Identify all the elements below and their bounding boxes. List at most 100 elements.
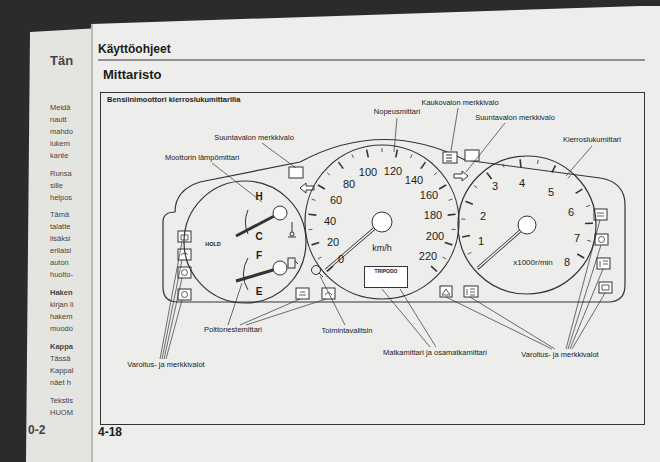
gauge-tick <box>552 165 555 172</box>
body-text: lukem <box>50 140 70 148</box>
scale-number: 60 <box>330 195 342 206</box>
scale-number: 4 <box>519 178 525 189</box>
display-label: TRIPODO <box>375 269 398 274</box>
gauge-tick <box>339 162 344 168</box>
scale-number: 8 <box>564 257 570 268</box>
scale-number: km/h <box>372 244 392 253</box>
body-text: Tässä <box>50 355 70 363</box>
scale-number: 0 <box>338 254 344 265</box>
gauge-tick <box>410 154 412 158</box>
body-text: Tämä <box>50 211 69 219</box>
warning-lamps <box>178 209 612 300</box>
callout-label: Kaukovalon merkkivalo <box>421 99 498 107</box>
body-text: helpos <box>50 194 72 202</box>
odometer-display: TRIPODO <box>364 266 408 288</box>
gauge-tick <box>537 160 539 164</box>
selector-knob <box>312 266 324 278</box>
body-text: Meidä <box>50 104 70 112</box>
scale-number: 200 <box>426 231 444 242</box>
body-text: Tekstis <box>50 397 73 405</box>
body-text: auton <box>50 259 69 267</box>
right-page <box>92 6 660 462</box>
gauge-tick <box>474 186 477 188</box>
body-text: Kappal <box>50 367 73 375</box>
gauge-tick <box>465 201 472 204</box>
gauge-tick <box>448 213 456 215</box>
scale-number: 80 <box>343 179 355 190</box>
scale-number: 180 <box>424 210 442 221</box>
callout-label: Moottorin lämpömittari <box>165 154 239 162</box>
gauge-tick <box>327 172 330 175</box>
body-text: nautt <box>50 116 67 124</box>
gauge-tick <box>585 222 593 224</box>
scale-number: 5 <box>548 187 554 198</box>
temp-symbol <box>288 222 296 237</box>
scale-number: 7 <box>574 233 580 244</box>
dial-outline <box>183 180 307 304</box>
temp-fuel-gauge: HCFE <box>183 180 307 304</box>
temp-scale <box>245 210 248 234</box>
body-text: talatte <box>50 223 70 231</box>
gauge-tick <box>587 240 591 242</box>
frame-heading: Bensiinimoottori kierroslukumittarilla <box>107 96 240 104</box>
fuel-hub <box>273 261 287 275</box>
gauge-tick <box>312 242 320 244</box>
gauge-tick <box>312 199 316 200</box>
gauge-tick <box>487 173 492 179</box>
gauge-tick <box>382 148 383 152</box>
gauge-tick <box>439 185 446 189</box>
tach-hub <box>518 216 536 234</box>
page-number: 4-18 <box>98 426 122 438</box>
scale-number: F <box>256 251 262 261</box>
page-title: Mittaristo <box>103 68 162 81</box>
tachometer-dial: 12345678x1000r/min <box>457 155 597 295</box>
scale-number: 1 <box>478 236 484 247</box>
temp-hub <box>273 206 287 220</box>
indicator-text: HOLD <box>205 242 221 248</box>
body-text: mahdo <box>50 128 73 136</box>
gauge-tick <box>421 162 426 168</box>
left-page <box>26 28 100 462</box>
page-edge <box>91 24 93 462</box>
gauge-tick <box>577 254 584 258</box>
scale-number: C <box>255 232 262 242</box>
body-text: lisäksi <box>50 235 70 243</box>
body-text: näet h <box>50 379 71 387</box>
gauge-tick <box>431 266 437 271</box>
callout-label: Suuntavalon merkkivalo <box>214 134 294 142</box>
callout-label: Suuntavalon merkkivalo <box>475 114 555 122</box>
gauge-tick <box>568 175 571 178</box>
fuel-symbol <box>288 258 298 268</box>
scale-number: E <box>256 287 263 297</box>
gauge-tick <box>308 229 312 230</box>
leader-lines <box>160 108 605 359</box>
body-text: hakem <box>50 313 73 321</box>
gauge-tick <box>461 218 465 219</box>
page-heading: Tän <box>50 54 73 67</box>
scale-number: 2 <box>480 211 486 222</box>
body-text: muodo <box>50 325 73 333</box>
speed-hub <box>372 212 392 232</box>
gauge-tick <box>352 154 354 158</box>
scale-number: 140 <box>405 175 423 186</box>
scale-number: 3 <box>492 181 498 192</box>
callout-label: Kierroslukumittari <box>563 136 621 144</box>
speedometer-dial: 020406080100120140160180200220km/hTRIPOD… <box>304 144 460 300</box>
gauge-tick <box>318 185 325 189</box>
dial-circle <box>184 181 306 303</box>
left-page-clip: TänMeidänauttmahdolukemkanteRunsasillehe… <box>0 0 95 462</box>
gauge-tick <box>367 150 369 158</box>
cluster-outline <box>163 139 625 302</box>
gauge-tick <box>318 257 321 259</box>
scale-number: 6 <box>568 207 574 218</box>
dial-circle <box>305 145 459 299</box>
callout-label: Nopeusmittari <box>374 108 420 116</box>
gauge-tick <box>445 242 453 244</box>
gauge-tick <box>443 257 446 259</box>
header-rule <box>98 60 645 61</box>
scale-number: 160 <box>420 190 438 201</box>
dial-outline <box>457 155 597 295</box>
callout-label: Matkamittari ja osamatkamittari <box>383 349 487 357</box>
